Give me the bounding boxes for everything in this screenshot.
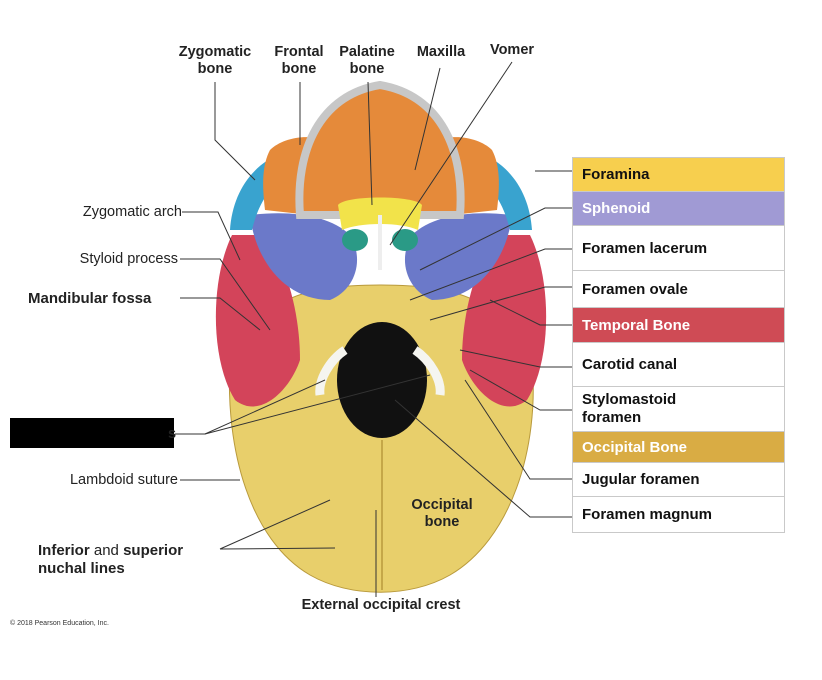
label-external-occipital-crest: External occipital crest — [301, 597, 461, 613]
label-nuchal-lines: Inferior and superior nuchal lines — [38, 542, 184, 577]
foramen-magnum-shape — [337, 322, 427, 438]
choana-right — [392, 229, 418, 251]
label-zygomatic-bone: Zygomatic bone — [178, 44, 252, 77]
label-occipital-bone: Occipital bone — [411, 497, 473, 530]
legend-stylomastoid-foramen: Stylomastoid foramen — [572, 387, 785, 432]
sphenoid-left — [250, 213, 358, 300]
label-redacted-tail: s — [168, 426, 177, 442]
redaction-box — [10, 418, 174, 448]
legend-foramina: Foramina — [572, 157, 785, 192]
label-vomer: Vomer — [489, 42, 535, 58]
legend-foramen-ovale: Foramen ovale — [572, 271, 785, 308]
legend-sphenoid: Sphenoid — [572, 192, 785, 226]
palatine-bone-shape — [338, 197, 422, 230]
label-maxilla: Maxilla — [416, 44, 466, 60]
condyle-right — [412, 346, 445, 396]
legend-temporal-bone: Temporal Bone — [572, 308, 785, 343]
maxilla-shape — [295, 80, 465, 219]
leader-lines — [175, 61, 572, 597]
legend-foramen-magnum: Foramen magnum — [572, 497, 785, 533]
legend-occipital-bone: Occipital Bone — [572, 432, 785, 463]
choana-left — [342, 229, 368, 251]
copyright-notice: © 2018 Pearson Education, Inc. — [10, 620, 109, 627]
label-zygomatic-arch: Zygomatic arch — [82, 204, 182, 220]
label-palatine-bone: Palatine bone — [339, 44, 395, 77]
sphenoid-right — [404, 213, 512, 300]
condyle-left — [315, 346, 348, 396]
label-styloid-process: Styloid process — [79, 251, 178, 267]
label-frontal-bone: Frontal bone — [274, 44, 324, 77]
legend-foramen-lacerum: Foramen lacerum — [572, 226, 785, 271]
label-mandibular-fossa: Mandibular fossa — [28, 290, 152, 307]
legend-jugular-foramen: Jugular foramen — [572, 463, 785, 497]
legend-carotid-canal: Carotid canal — [572, 343, 785, 387]
label-lambdoid-suture: Lambdoid suture — [69, 472, 178, 488]
